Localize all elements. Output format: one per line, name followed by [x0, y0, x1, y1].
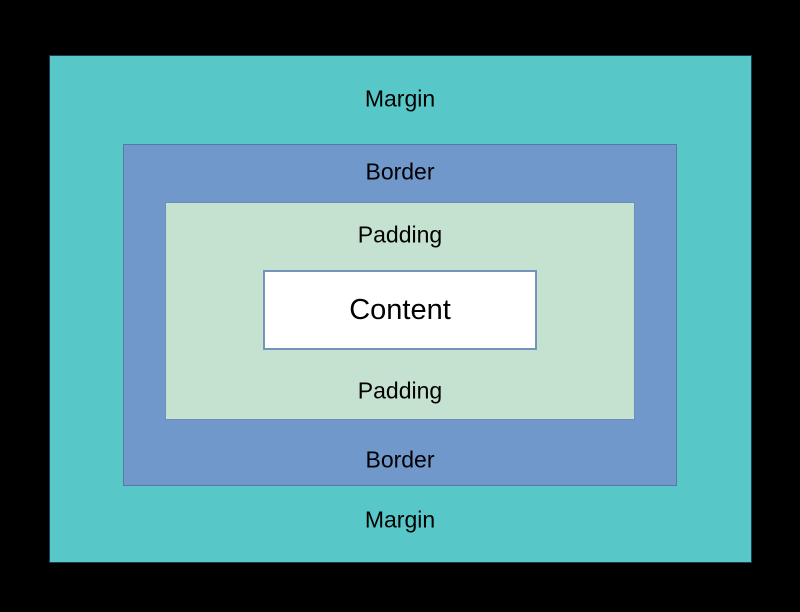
content-label: Content [349, 293, 451, 326]
border-label-top: Border [365, 158, 435, 185]
border-label-bottom: Border [365, 446, 435, 473]
margin-label-bottom: Margin [364, 506, 436, 533]
padding-label-top: Padding [357, 221, 443, 248]
padding-label-bottom: Padding [357, 377, 443, 404]
content-box: Content [263, 270, 537, 350]
margin-label-top: Margin [364, 85, 436, 112]
